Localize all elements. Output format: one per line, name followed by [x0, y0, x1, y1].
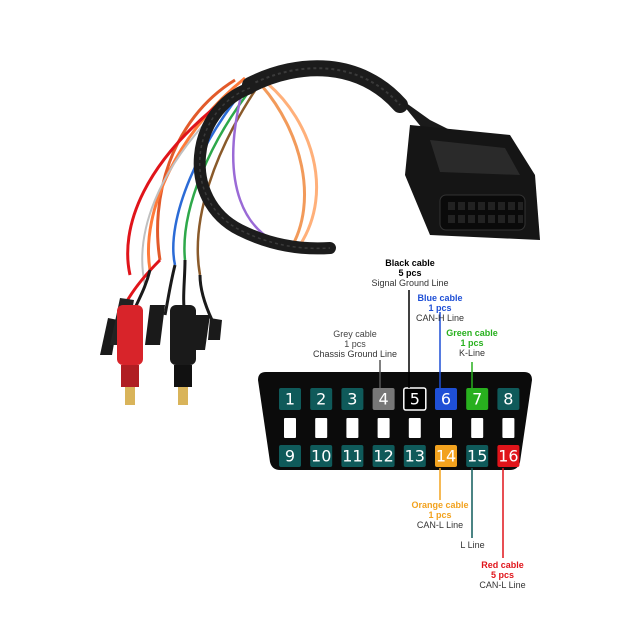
pin-number: 5 — [410, 390, 420, 409]
label-count: 1 pcs — [460, 338, 484, 348]
cable-bundle — [116, 60, 408, 321]
pin-12: 12 — [372, 445, 395, 467]
label-count: 5 pcs — [490, 570, 514, 580]
pin-box — [279, 388, 301, 410]
pin-box — [310, 388, 333, 410]
label-title: Grey cable — [333, 329, 377, 339]
pin-4: 4 — [372, 388, 395, 410]
pin-box — [466, 445, 489, 467]
label-desc: L Line — [460, 540, 485, 550]
label-count: 1 pcs — [428, 510, 452, 520]
pin-15: 15 — [466, 445, 489, 467]
pin-box — [435, 388, 457, 410]
label-count: 1 pcs — [344, 339, 366, 349]
pin-box — [341, 445, 364, 467]
obd-plug — [395, 95, 540, 240]
pin-socket — [284, 418, 296, 438]
pin-7: 7 — [466, 388, 489, 410]
pin-8: 8 — [497, 388, 520, 410]
label-l-line: L Line — [445, 540, 500, 550]
pin-13: 13 — [403, 445, 426, 467]
pin-box — [403, 445, 426, 467]
pin-socket — [502, 418, 515, 438]
label-title: Green cable — [446, 328, 498, 338]
label-desc: CAN-H Line — [415, 313, 464, 323]
label-orange-cable: Orange cable 1 pcs CAN-L Line — [400, 500, 480, 530]
pin-box — [403, 387, 427, 411]
clips — [100, 298, 222, 405]
pin-5: 5 — [403, 387, 427, 411]
pin-16: 16 — [497, 445, 520, 467]
label-grey-cable: Grey cable 1 pcs Chassis Ground Line — [300, 329, 410, 359]
pin-box — [466, 388, 489, 410]
label-desc: Chassis Ground Line — [312, 349, 398, 359]
label-title: Black cable — [385, 258, 435, 268]
pin-box — [497, 445, 520, 467]
pin-2: 2 — [310, 388, 333, 410]
pin-10: 10 — [310, 445, 333, 467]
label-black-cable: Black cable 5 pcs Signal Ground Line — [360, 258, 460, 288]
pin-socket — [346, 418, 359, 438]
pin-socket — [315, 418, 328, 438]
pin-number: 1 — [285, 390, 295, 409]
pin-box — [372, 388, 395, 410]
pin-number: 6 — [441, 390, 451, 409]
pin-box — [435, 445, 457, 467]
pin-number: 11 — [342, 447, 362, 466]
pin-6: 6 — [435, 388, 457, 410]
pin-socket — [440, 418, 452, 438]
pin-number: 12 — [373, 447, 393, 466]
label-desc: K-Line — [458, 348, 485, 358]
pin-number: 2 — [316, 390, 326, 409]
pin-11: 11 — [341, 445, 364, 467]
label-blue-cable: Blue cable 1 pcs CAN-H Line — [400, 293, 480, 323]
label-red-cable: Red cable 5 pcs CAN-L Line — [465, 560, 540, 590]
pin-socket — [408, 418, 421, 438]
label-desc: CAN-L Line — [416, 520, 464, 530]
label-count: 1 pcs — [428, 303, 452, 313]
pin-number: 9 — [285, 447, 295, 466]
pin-socket — [471, 418, 484, 438]
pin-14: 14 — [435, 445, 457, 467]
pin-number: 13 — [405, 447, 425, 466]
pin-box — [279, 445, 301, 467]
label-green-cable: Green cable 1 pcs K-Line — [437, 328, 507, 358]
pin-box — [310, 445, 333, 467]
pin-3: 3 — [341, 388, 364, 410]
label-count: 5 pcs — [398, 268, 422, 278]
pin-number: 8 — [503, 390, 513, 409]
pin-box — [497, 388, 520, 410]
pin-1: 1 — [279, 388, 301, 410]
pin-number: 14 — [436, 447, 456, 466]
label-desc: CAN-L Line — [479, 580, 526, 590]
pin-9: 9 — [279, 445, 301, 467]
pin-number: 3 — [347, 390, 357, 409]
label-title: Red cable — [481, 560, 524, 570]
pin-number: 4 — [379, 390, 389, 409]
pin-number: 16 — [498, 447, 518, 466]
pin-socket — [377, 418, 390, 438]
pin-number: 15 — [467, 447, 487, 466]
pin-number: 10 — [311, 447, 331, 466]
pin-number: 7 — [472, 390, 482, 409]
pin-box — [372, 445, 395, 467]
label-title: Blue cable — [417, 293, 463, 303]
pin-box — [341, 388, 364, 410]
label-desc: Signal Ground Line — [371, 278, 449, 288]
label-title: Orange cable — [411, 500, 469, 510]
